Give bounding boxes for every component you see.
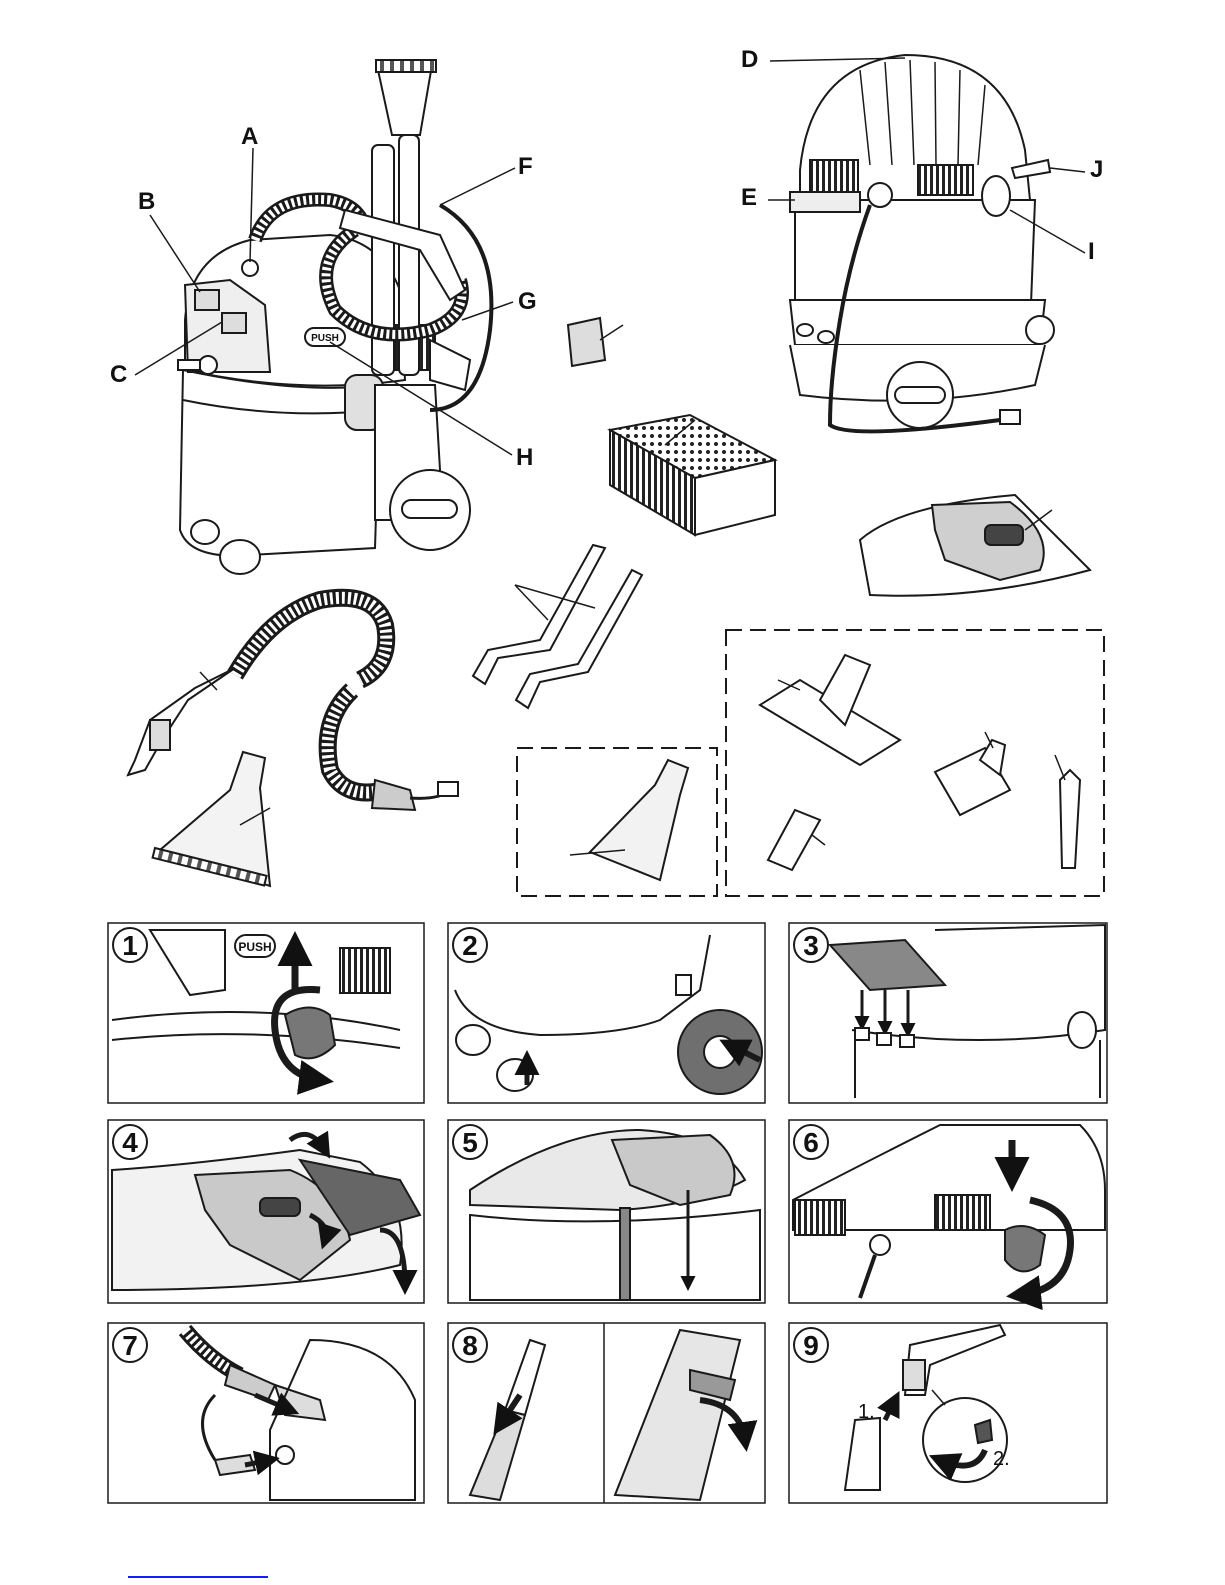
step-5-art	[470, 1130, 760, 1300]
callout-b: B	[138, 190, 155, 214]
step-8-number: 8	[462, 1330, 478, 1361]
step-7-art	[185, 1330, 415, 1500]
step-9-label-second: 2.	[993, 1448, 1010, 1470]
callout-c: C	[110, 363, 127, 387]
callout-g: G	[518, 290, 537, 314]
upholstery-nozzle	[153, 752, 270, 886]
filter-pad	[568, 318, 623, 366]
optional-box-small	[517, 748, 717, 896]
step-5-number: 5	[462, 1127, 478, 1158]
suction-hose	[128, 598, 458, 810]
step-7-panel	[108, 1323, 424, 1503]
step-2-number: 2	[462, 930, 478, 961]
step-2-art	[455, 935, 762, 1094]
step-6-number: 6	[803, 1127, 819, 1158]
step-1-number: 1	[122, 930, 138, 961]
vacuum-rear-view	[790, 55, 1054, 431]
step-7-number: 7	[122, 1330, 138, 1361]
callout-d: D	[741, 48, 758, 72]
step-8-art	[470, 1330, 745, 1500]
callout-j: J	[1090, 158, 1103, 182]
footer-link-underline[interactable]	[128, 1576, 268, 1578]
step-3-art	[830, 925, 1105, 1098]
filter-plate	[860, 495, 1090, 596]
step-6-art	[793, 1125, 1105, 1298]
callout-f: F	[518, 155, 533, 179]
step-9-number: 9	[803, 1330, 819, 1361]
optional-box-accessories	[726, 630, 1104, 896]
step-9-label-first: 1.	[858, 1401, 875, 1423]
callout-e: E	[741, 186, 757, 210]
vacuum-front-view	[178, 60, 491, 574]
step-4-art	[112, 1134, 420, 1290]
push-badge-text: PUSH	[311, 333, 339, 344]
step-3-number: 3	[803, 930, 819, 961]
step-4-number: 4	[122, 1127, 138, 1158]
callout-a: A	[241, 125, 258, 149]
callout-i: I	[1088, 240, 1095, 264]
extension-tubes	[473, 545, 642, 708]
cartridge-filter	[610, 415, 775, 535]
callout-h: H	[516, 446, 533, 470]
step-1-push-label: PUSH	[238, 940, 271, 954]
